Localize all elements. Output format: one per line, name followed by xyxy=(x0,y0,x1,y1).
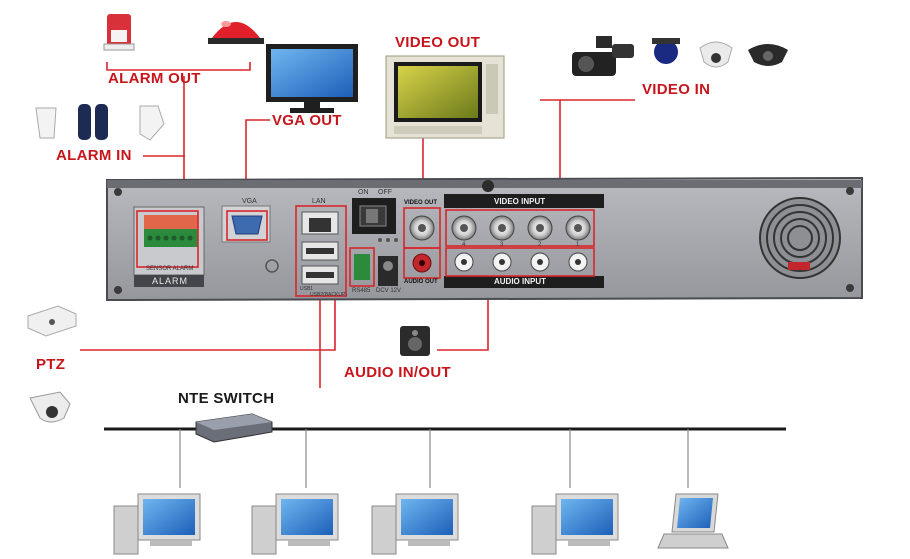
crt-tv-icon xyxy=(385,55,505,139)
siren-icon xyxy=(103,14,135,51)
beam-sensor-icon xyxy=(78,104,108,140)
panel-audio-out: AUDIO OUT xyxy=(404,279,438,285)
ptz-label: PTZ xyxy=(36,356,66,373)
panel-audio-input: AUDIO INPUT xyxy=(494,277,546,286)
dome-camera-icon xyxy=(699,41,733,68)
panel-ch4: 4 xyxy=(462,242,466,248)
panel-video-out: VIDEO OUT xyxy=(404,200,438,206)
audio-line xyxy=(437,276,489,351)
alarm-out-label: ALARM OUT xyxy=(108,70,201,87)
ptz-box-icon xyxy=(27,305,77,337)
ptz-dome-icon xyxy=(29,391,71,423)
dome-camera-icon xyxy=(748,44,788,66)
panel-alarm-text: ALARM xyxy=(152,276,189,286)
alarm-out-bracket xyxy=(106,62,251,71)
desktop-computer-icon xyxy=(113,493,201,555)
desktop-computer-icon xyxy=(251,493,339,555)
nte-switch-label: NTE SWITCH xyxy=(178,390,275,407)
vga-out-label: VGA OUT xyxy=(272,112,342,129)
vga-monitor-icon xyxy=(266,44,358,113)
panel-ch2: 2 xyxy=(538,242,542,248)
panel-usb2: USB2(BACKUP) xyxy=(310,292,347,298)
desktop-computer-icon xyxy=(531,493,619,555)
red-beacon-icon xyxy=(208,21,264,44)
speaker-icon xyxy=(400,326,430,356)
network-switch-icon xyxy=(195,413,273,443)
panel-rs485: RS485 xyxy=(352,288,371,294)
smoke-detector-icon xyxy=(139,105,165,141)
panel-off: OFF xyxy=(378,189,392,196)
panel-on: ON xyxy=(358,189,369,196)
panel-ch1: 1 xyxy=(576,242,580,248)
panel-vga: VGA xyxy=(242,198,257,205)
panel-usb1: USB1 xyxy=(300,286,314,292)
dome-camera-icon xyxy=(652,38,680,64)
video-in-label: VIDEO IN xyxy=(642,81,711,98)
panel-ch3: 3 xyxy=(500,242,504,248)
fan-grille xyxy=(759,197,841,279)
camcorder-icon xyxy=(572,36,634,76)
desktop-computer-icon xyxy=(371,493,459,555)
panel-lan: LAN xyxy=(312,198,326,205)
motion-sensor-icon xyxy=(35,107,57,139)
panel-dcv: DCV 12V xyxy=(376,288,402,294)
alarm-in-label: ALARM IN xyxy=(56,147,132,164)
panel-sensor-alarm: SENSOR ALARM xyxy=(146,266,194,272)
panel-video-input: VIDEO INPUT xyxy=(494,197,546,206)
laptop-icon xyxy=(657,493,729,549)
dvr-back-panel xyxy=(106,176,863,302)
video-out-label: VIDEO OUT xyxy=(395,34,481,51)
audio-in-out-label: AUDIO IN/OUT xyxy=(344,364,451,381)
